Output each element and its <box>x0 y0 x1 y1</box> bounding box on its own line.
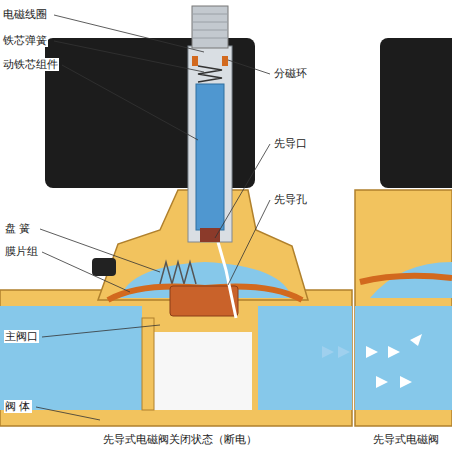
diaphragm <box>360 276 452 282</box>
guide-tube <box>188 46 232 242</box>
nut-thread <box>192 14 228 38</box>
part-label: 盘 簧 <box>4 222 32 235</box>
outlet-passage <box>150 332 252 410</box>
diaphragm-core <box>170 286 238 316</box>
part-label: 分磁环 <box>273 67 308 80</box>
part-label: 先导孔 <box>273 193 308 206</box>
caption: 先导式电磁阀关闭状态（断电） <box>102 433 258 446</box>
partition <box>142 318 154 410</box>
valve-body <box>355 190 452 426</box>
inflow-arrows <box>322 346 350 358</box>
flow-channel <box>355 306 452 410</box>
part-label: 先导口 <box>273 137 308 150</box>
coil <box>380 38 452 188</box>
pilot-passage <box>218 242 236 318</box>
core-spring <box>198 66 222 82</box>
part-label: 电磁线圈 <box>2 8 48 21</box>
plunger <box>196 84 224 230</box>
part-label: 膜片组 <box>4 245 39 258</box>
part-label: 动铁芯组件 <box>2 58 59 71</box>
part-label: 阀 体 <box>4 400 32 413</box>
leader-lines <box>36 15 270 420</box>
part-label: 铁芯弹簧 <box>2 34 48 47</box>
shading-ring <box>222 56 228 66</box>
outlet-channel <box>258 306 352 410</box>
nut <box>192 6 228 48</box>
flow-arrows <box>366 334 422 388</box>
part-label: 主阀口 <box>4 330 39 343</box>
shading-ring <box>192 56 198 66</box>
knob <box>92 258 116 276</box>
disc-spring <box>160 262 196 284</box>
inlet-channel <box>0 306 142 410</box>
caption-label: 先导式电磁阀 <box>372 433 440 446</box>
